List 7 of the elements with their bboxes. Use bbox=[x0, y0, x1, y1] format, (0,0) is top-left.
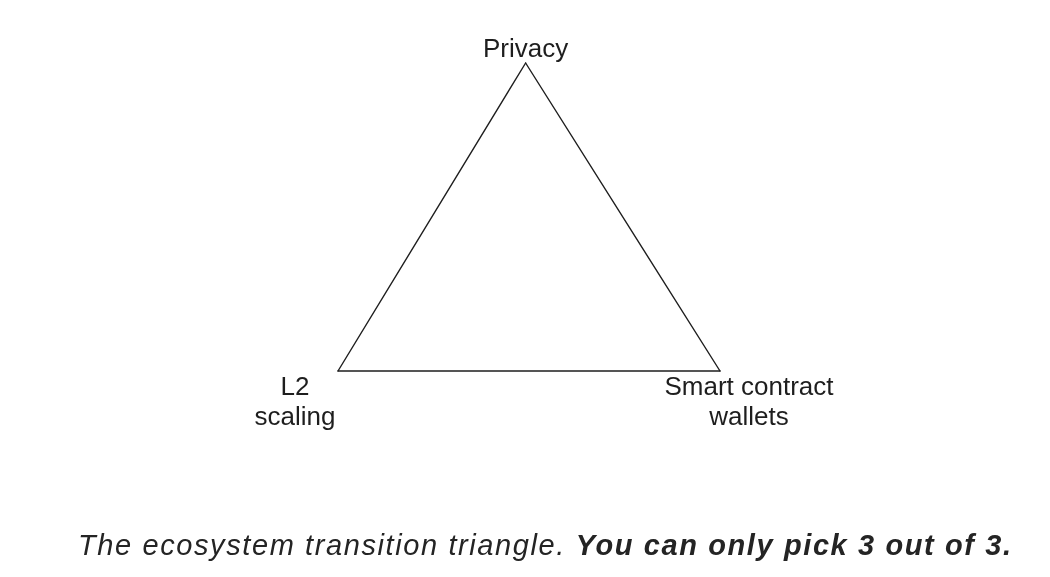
triangle-side bbox=[524, 62, 721, 372]
triangle-side bbox=[337, 62, 527, 372]
vertex-label: L2 scaling bbox=[252, 371, 338, 431]
vertex-label: Privacy bbox=[483, 33, 569, 63]
caption: The ecosystem transition triangle. You can only pick 3 out of 3. bbox=[78, 528, 1013, 563]
triangle-side bbox=[337, 370, 721, 372]
vertex-label: Smart contract wallets bbox=[660, 371, 838, 431]
